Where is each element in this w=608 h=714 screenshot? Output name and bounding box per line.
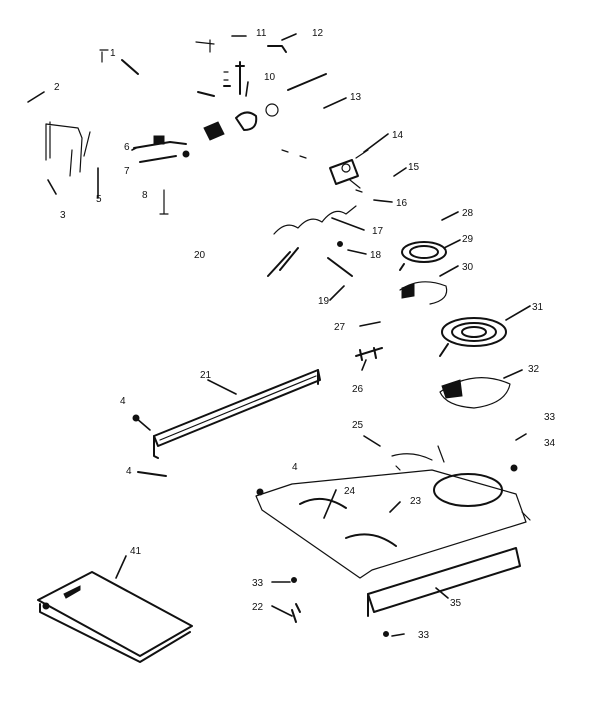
label-part-27: 27 — [334, 322, 346, 333]
label-part-15: 15 — [408, 162, 420, 173]
label-part-24: 24 — [344, 486, 356, 497]
switch-assembly — [203, 45, 327, 159]
large-drip-pan — [439, 377, 511, 409]
label-part-30: 30 — [462, 262, 474, 273]
label-part-21: 21 — [200, 370, 212, 381]
label-part-1: 1 — [110, 48, 116, 59]
label-part-16: 16 — [396, 198, 408, 209]
label-part-4-lower: 4 — [126, 466, 132, 477]
label-part-33-right: 33 — [544, 412, 556, 423]
label-part-33-left: 33 — [252, 578, 264, 589]
label-part-41: 41 — [130, 546, 142, 557]
label-part-2: 2 — [54, 82, 60, 93]
label-part-23: 23 — [410, 496, 422, 507]
label-part-25: 25 — [352, 420, 364, 431]
control-panel-bracket — [45, 39, 215, 177]
label-part-13: 13 — [350, 92, 362, 103]
small-drip-pan — [399, 281, 448, 305]
rear-trim-strip — [367, 547, 521, 617]
mounting-screws — [291, 577, 389, 637]
label-part-10: 10 — [264, 72, 276, 83]
front-trim-strip — [132, 369, 321, 477]
label-part-11: 11 — [256, 28, 267, 39]
label-part-4-cooktop: 4 — [292, 462, 298, 473]
label-part-19: 19 — [318, 296, 330, 307]
small-surface-element — [399, 241, 447, 271]
label-part-5: 5 — [96, 194, 102, 205]
leader-lines — [27, 33, 531, 637]
label-part-20: 20 — [194, 250, 206, 261]
label-part-18: 18 — [370, 250, 382, 261]
label-part-28: 28 — [462, 208, 474, 219]
part-number-labels: 1 2 3 5 6 7 8 20 11 12 10 13 14 15 16 17… — [54, 28, 556, 641]
label-part-17: 17 — [372, 226, 384, 237]
label-part-3: 3 — [60, 210, 66, 221]
label-part-22: 22 — [252, 602, 264, 613]
receptacle-block — [355, 347, 383, 361]
label-part-7: 7 — [124, 166, 130, 177]
label-part-4-upper: 4 — [120, 396, 126, 407]
terminal-block — [329, 149, 369, 193]
label-part-32: 32 — [528, 364, 540, 375]
cooktop-panel — [255, 445, 531, 579]
label-part-8: 8 — [142, 190, 148, 201]
label-part-33-bottom: 33 — [418, 630, 430, 641]
label-part-12: 12 — [312, 28, 324, 39]
large-surface-element — [439, 317, 507, 357]
wire-harness — [267, 205, 357, 277]
label-part-6: 6 — [124, 142, 130, 153]
knob-shafts — [133, 85, 231, 215]
label-part-35: 35 — [450, 598, 462, 609]
door-panel — [37, 571, 193, 663]
label-part-29: 29 — [462, 234, 474, 245]
label-part-26: 26 — [352, 384, 364, 395]
label-part-34: 34 — [544, 438, 556, 449]
label-part-14: 14 — [392, 130, 404, 141]
label-part-31: 31 — [532, 302, 544, 313]
